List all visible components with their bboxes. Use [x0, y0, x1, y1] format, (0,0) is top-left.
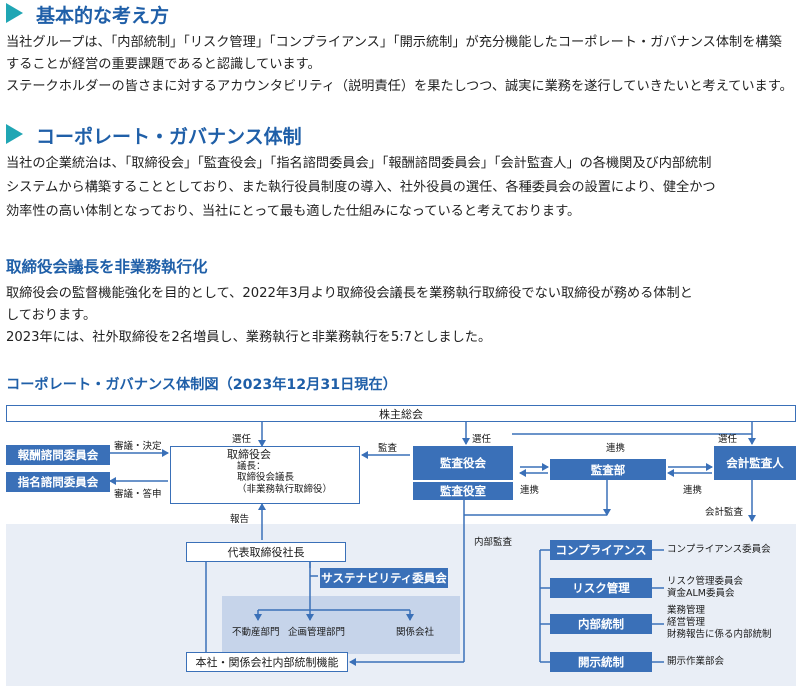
- board-chair-line: 取締役会議長: [237, 472, 295, 483]
- sustainability-committee-box: サステナビリティ委員会: [320, 568, 448, 588]
- accounting-auditor-box: 会計監査人: [714, 446, 796, 480]
- committee-item: 資金ALM委員会: [667, 588, 735, 599]
- label-report: 報告: [230, 514, 250, 525]
- committee-item: 財務報告に係る内部統制: [667, 629, 772, 640]
- president-box: 代表取締役社長: [186, 542, 346, 562]
- section-heading-governance: コーポレート・ガバナンス体制: [36, 126, 302, 148]
- label-deliberate-report: 審議・答申: [114, 489, 162, 500]
- committee-item: 開示作業部会: [667, 656, 725, 667]
- label-elect: 選任: [232, 434, 252, 445]
- shareholders-meeting-box: 株主総会: [6, 405, 796, 422]
- section-marker-icon: [6, 124, 23, 144]
- audit-board-box: 監査役会: [413, 446, 513, 480]
- risk-committee-list: リスク管理委員会 資金ALM委員会: [667, 576, 743, 600]
- paragraph-line: 当社グループは、「内部統制」「リスク管理」「コンプライアンス」「開示統制」が充分…: [6, 35, 782, 50]
- paragraph-governance: 当社の企業統治は、「取締役会」「監査役会」「指名諮問委員会」「報酬諮問委員会」「…: [6, 152, 798, 224]
- compliance-committee-list: コンプライアンス委員会: [667, 544, 771, 556]
- dept-real-estate: 不動産部門: [232, 627, 280, 638]
- paragraph-line: 2023年には、社外取締役を2名増員し、業務執行と非業務執行を5:7としました。: [6, 330, 492, 345]
- label-deliberate-decide: 審議・決定: [114, 441, 162, 452]
- nomination-committee-box: 指名諮問委員会: [6, 472, 110, 492]
- dept-planning: 企画管理部門: [288, 627, 346, 638]
- board-title: 取締役会: [227, 448, 271, 461]
- label-coordinate: 連携: [520, 485, 540, 496]
- label-coordinate: 連携: [606, 443, 626, 454]
- dept-affiliates: 関係会社: [396, 627, 435, 638]
- paragraph-line: システムから構築することとしており、また執行役員制度の導入、社外役員の選任、各種…: [6, 180, 716, 195]
- label-elect: 選任: [472, 434, 492, 445]
- committee-item: 経営管理: [667, 617, 706, 628]
- board-chair-line: 議長：: [237, 460, 266, 472]
- internal-control-box: 内部統制: [550, 614, 652, 634]
- governance-diagram: 株主総会 報酬諮問委員会 指名諮問委員会 審議・決定 審議・答申 取締役会 議長…: [0, 400, 800, 689]
- section-heading-basic-policy: 基本的な考え方: [36, 5, 170, 27]
- committee-item: コンプライアンス委員会: [667, 544, 771, 555]
- paragraph-line: ステークホルダーの皆さまに対するアカウンタビリティ（説明責任）を果たしつつ、誠実…: [6, 79, 793, 94]
- subheading-board-chair: 取締役会議長を非業務執行化: [6, 258, 208, 276]
- committee-item: リスク管理委員会: [667, 576, 744, 587]
- internal-control-function-box: 本社・関係会社内部統制機能: [186, 652, 348, 672]
- compliance-box: コンプライアンス: [550, 540, 652, 560]
- label-internal-audit: 内部監査: [474, 537, 513, 548]
- audit-department-box: 監査部: [550, 459, 666, 480]
- audit-office-box: 監査役室: [413, 482, 513, 500]
- paragraph-line: 当社の企業統治は、「取締役会」「監査役会」「指名諮問委員会」「報酬諮問委員会」「…: [6, 156, 712, 171]
- label-accounting-audit: 会計監査: [705, 507, 744, 518]
- paragraph-board-chair: 取締役会の監督機能強化を目的として、2022年3月より取締役会議長を業務執行取締…: [6, 283, 798, 349]
- disclosure-control-box: 開示統制: [550, 652, 652, 672]
- paragraph-line: することが経営の重要課題であると認識しています。: [6, 57, 321, 72]
- board-chair-line: （非業務執行取締役）: [237, 483, 333, 495]
- label-audit: 監査: [378, 443, 398, 454]
- internal-control-list: 業務管理 経営管理 財務報告に係る内部統制: [667, 605, 772, 641]
- paragraph-line: 取締役会の監督機能強化を目的として、2022年3月より取締役会議長を業務執行取締…: [6, 286, 693, 301]
- paragraph-line: しております。: [6, 308, 97, 323]
- disclosure-committee-list: 開示作業部会: [667, 656, 724, 668]
- label-elect: 選任: [718, 434, 738, 445]
- board-of-directors-box: 取締役会 議長： 取締役会議長 （非業務執行取締役）: [170, 446, 360, 504]
- risk-management-box: リスク管理: [550, 578, 652, 598]
- committee-item: 業務管理: [667, 605, 706, 616]
- compensation-committee-box: 報酬諮問委員会: [6, 445, 110, 465]
- paragraph-line: 効率性の高い体制となっており、当社にとって最も適した仕組みになっていると考えてお…: [6, 204, 581, 219]
- diagram-title: コーポレート・ガバナンス体制図（2023年12月31日現在）: [6, 377, 397, 393]
- paragraph-basic-policy: 当社グループは、「内部統制」「リスク管理」「コンプライアンス」「開示統制」が充分…: [6, 32, 798, 98]
- section-marker-icon: [6, 3, 23, 23]
- label-coordinate: 連携: [683, 485, 703, 496]
